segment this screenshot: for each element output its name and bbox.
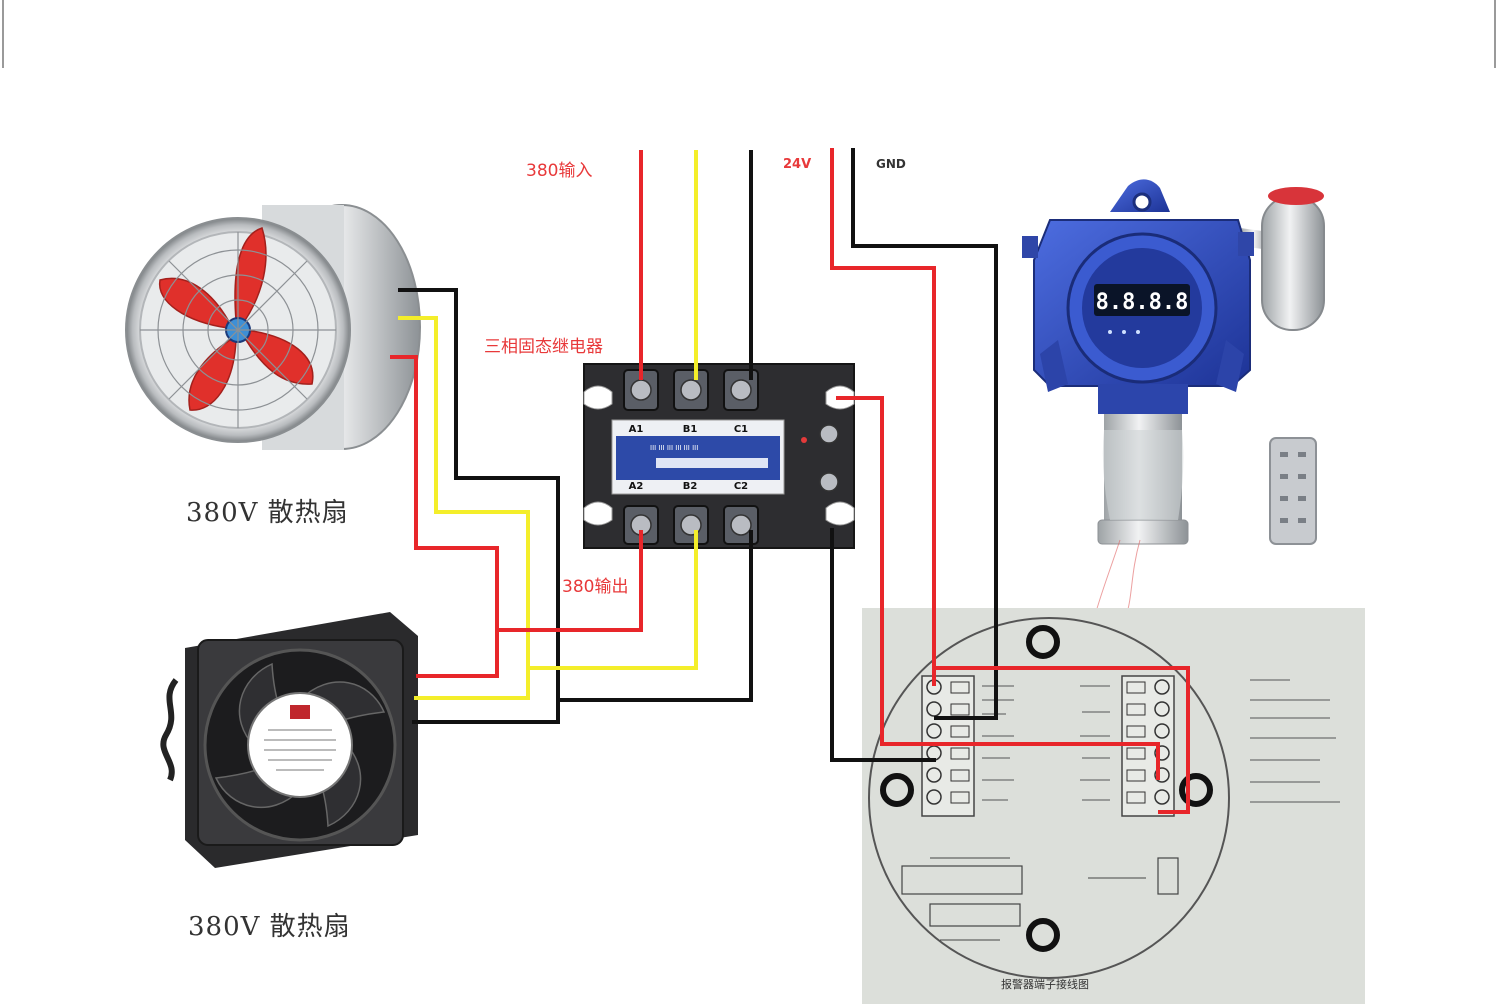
terminal-a1-label: A1 bbox=[629, 424, 644, 435]
wire-output-c bbox=[558, 530, 753, 702]
axial-fan-icon bbox=[125, 204, 421, 450]
square-fan-icon bbox=[160, 612, 418, 868]
wire-output-b bbox=[528, 530, 698, 670]
solid-state-relay-icon: III III III III III III A1 B1 C1 A2 B2 C… bbox=[583, 363, 855, 549]
panel-title: 报警器端子接线图 bbox=[1001, 977, 1089, 991]
terminal-b1-label: B1 bbox=[683, 424, 698, 435]
terminal-board-icon: 报警器端子接线图 bbox=[862, 608, 1365, 1004]
terminal-a2-label: A2 bbox=[629, 481, 644, 492]
remote-control-icon bbox=[1269, 437, 1317, 545]
input-380-label: 380输入 bbox=[526, 161, 593, 181]
wire-fan1-red bbox=[390, 355, 499, 678]
wire-fan1-black bbox=[398, 288, 560, 724]
wire-alarm-loop bbox=[934, 666, 1190, 814]
wire-control-minus bbox=[830, 528, 936, 762]
wire-output-a bbox=[497, 530, 643, 632]
wire-24v bbox=[830, 148, 936, 686]
wire-control-plus bbox=[836, 396, 1160, 780]
gas-detector-icon: 8.8.8.8 bbox=[1022, 179, 1325, 651]
output-380-label: 380输出 bbox=[562, 577, 629, 597]
svg-text:III III III III III III: III III III III III III bbox=[650, 444, 698, 452]
gnd-label: GND bbox=[876, 157, 906, 171]
frame-edge-right bbox=[1494, 0, 1496, 68]
wires bbox=[390, 148, 1190, 814]
detector-display: 8.8.8.8 bbox=[1096, 290, 1189, 315]
terminal-b2-label: B2 bbox=[683, 481, 698, 492]
terminal-c1-label: C1 bbox=[734, 424, 748, 435]
wire-gnd bbox=[851, 148, 998, 720]
wire-fan1-yellow bbox=[398, 316, 530, 700]
terminal-c2-label: C2 bbox=[734, 481, 748, 492]
frame-edge-left bbox=[2, 0, 4, 68]
ssr-label: 三相固态继电器 bbox=[484, 337, 603, 357]
fan-top-caption: 380V 散热扇 bbox=[186, 498, 349, 528]
fan-bottom-caption: 380V 散热扇 bbox=[188, 912, 351, 942]
supply-24v-label: 24V bbox=[783, 157, 812, 172]
